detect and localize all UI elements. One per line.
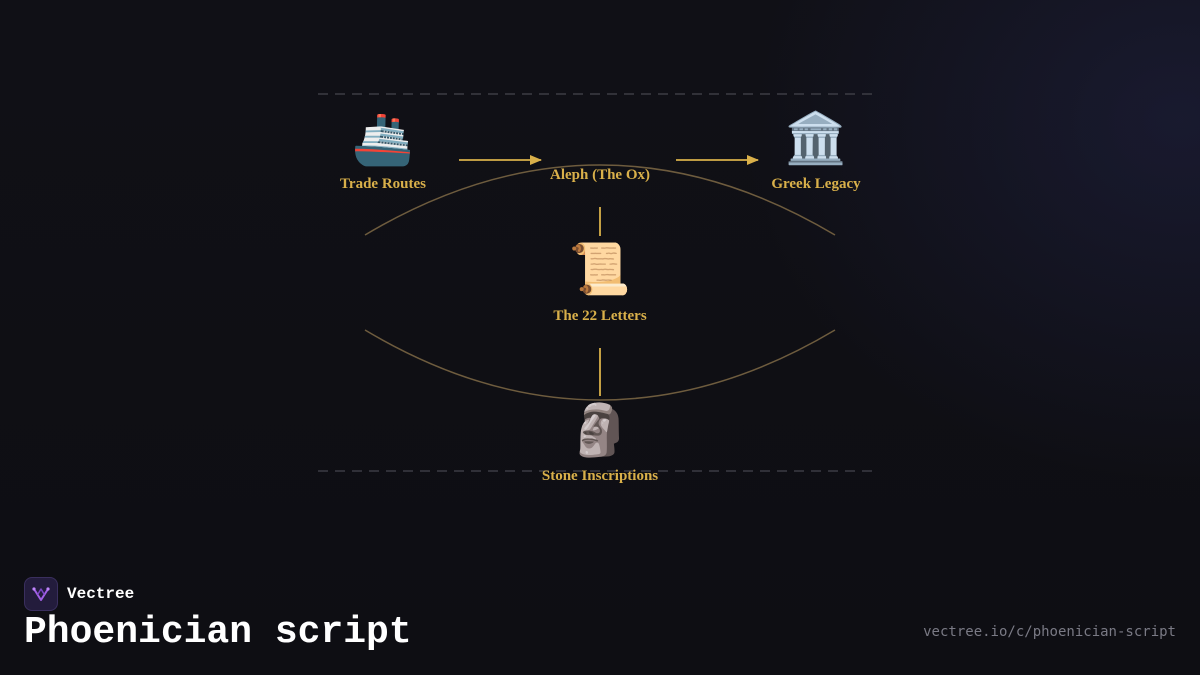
arc-top: [364, 164, 836, 236]
node-label-greek-legacy: Greek Legacy: [771, 176, 861, 192]
page-title: Phoenician script: [24, 611, 412, 654]
node-greek-legacy[interactable]: 🏛️ Greek Legacy: [771, 109, 861, 192]
node-label-the-22-letters: The 22 Letters: [553, 308, 646, 324]
ship-icon: 🚢: [352, 110, 414, 168]
moai-icon: 🗿: [569, 401, 631, 459]
brand-name: Vectree: [67, 585, 135, 603]
node-aleph[interactable]: Aleph (The Ox): [550, 167, 650, 183]
arc-bottom: [364, 329, 836, 401]
node-stone-inscriptions[interactable]: 🗿 Stone Inscriptions: [542, 401, 658, 484]
node-the-22-letters[interactable]: 📜 The 22 Letters: [553, 240, 646, 324]
node-label-aleph: Aleph (The Ox): [550, 167, 650, 183]
node-label-stone-inscriptions: Stone Inscriptions: [542, 468, 658, 484]
node-trade-routes[interactable]: 🚢 Trade Routes: [340, 110, 426, 192]
node-label-trade-routes: Trade Routes: [340, 176, 426, 192]
vectree-logo-icon: [24, 577, 58, 611]
brand[interactable]: Vectree: [24, 577, 134, 611]
classical-building-icon: 🏛️: [785, 109, 847, 167]
page-url[interactable]: vectree.io/c/phoenician-script: [923, 624, 1176, 640]
scroll-icon: 📜: [569, 240, 631, 298]
